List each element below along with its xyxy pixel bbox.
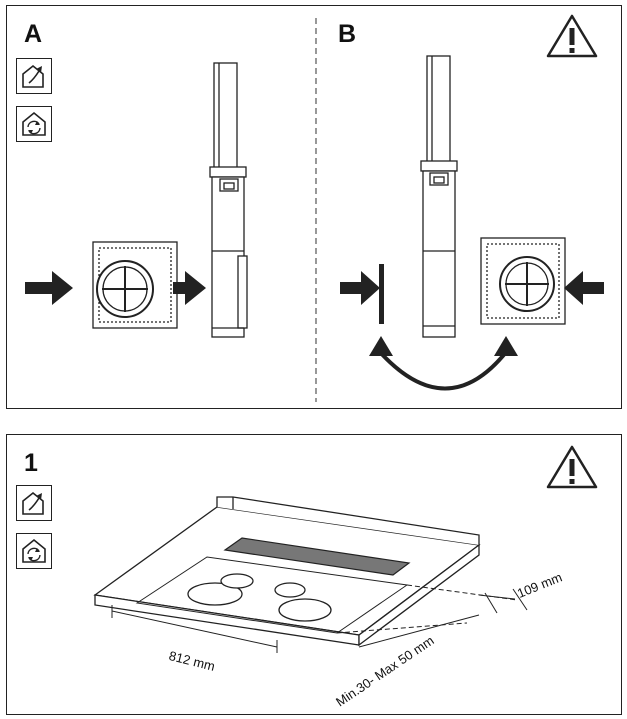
mode-a-diagram [25,14,604,402]
mode-a-arrows [25,271,206,305]
mode-a-fan-motor [92,241,178,329]
step-number: 1 [24,449,38,477]
mode-a-chimney [209,62,248,338]
extraction-mode-icon [16,58,52,94]
installation-modes-panel: A B [6,5,622,409]
installation-dimensions-panel: 1 [6,434,622,715]
mode-b-swap-arrow [369,336,518,391]
mode-b-label: B [338,20,357,48]
worktop [93,496,481,647]
depth-dimension-line [478,588,528,614]
mode-b-baffle-plate [379,264,384,324]
worktop-diagram [93,445,598,653]
mode-a-label: A [24,20,43,48]
recirculation-mode-icon [16,533,52,569]
extraction-mode-icon [16,485,52,521]
downdraft-vent-slot [223,537,411,576]
hob-cooking-zones [187,573,332,622]
width-dimension-line [111,605,278,653]
warning-icon [546,445,598,489]
recirculation-mode-icon [16,106,52,142]
mode-b-arrows [340,271,604,305]
warning-icon [546,14,598,58]
mode-b-chimney [420,55,458,338]
thickness-dimension-line [358,614,480,648]
mode-b-fan-motor [480,237,566,325]
